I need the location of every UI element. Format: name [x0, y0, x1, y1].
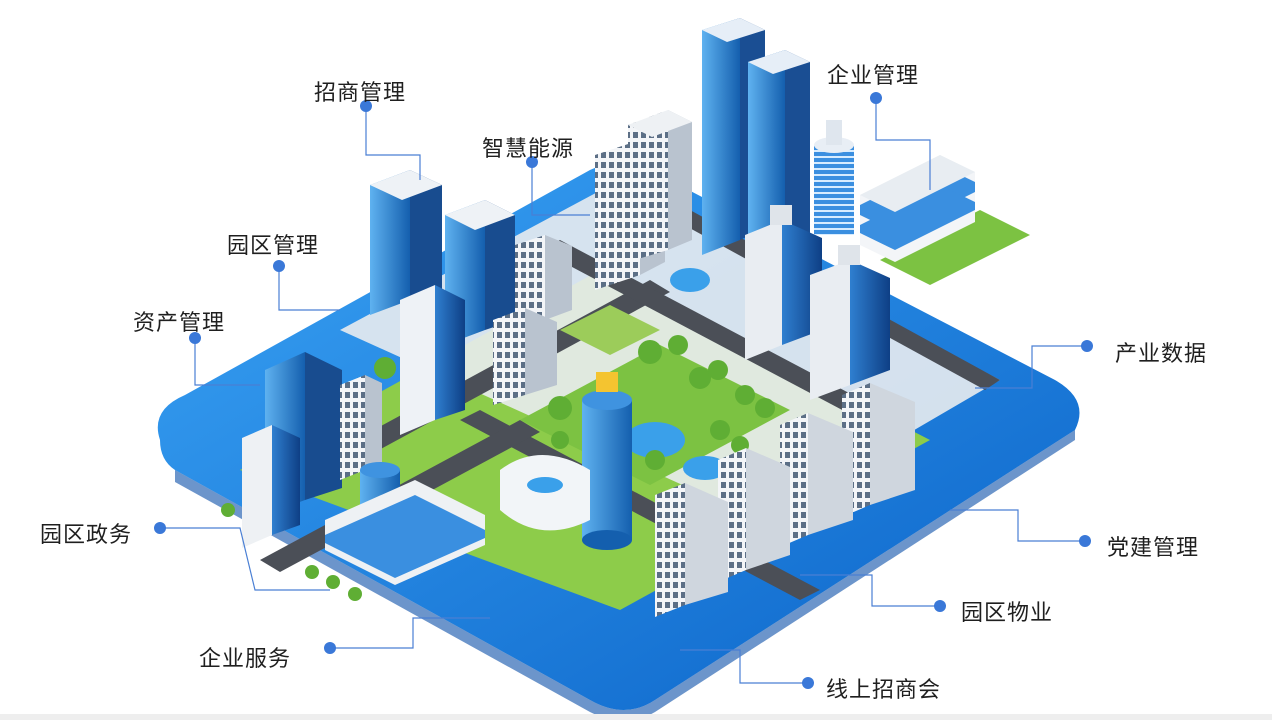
- white-office-mid: [493, 235, 572, 405]
- label-yuanqu-guanli: 园区管理: [227, 234, 320, 259]
- label-chanye: 产业数据: [1115, 342, 1208, 367]
- label-dangjian: 党建管理: [1107, 536, 1200, 561]
- white-tower-left: [242, 425, 300, 548]
- callout-line-fuwu: [330, 617, 490, 649]
- residential-right: [655, 383, 915, 617]
- label-zichan: 资产管理: [133, 311, 226, 336]
- buildings: [242, 18, 975, 617]
- callout-dot-chanye: [1081, 340, 1093, 352]
- callout-line-yuanqu: [278, 266, 340, 311]
- callout-line-chanye: [975, 345, 1087, 389]
- callout-line-wuye: [800, 574, 940, 607]
- mall-left: [325, 480, 485, 585]
- callout-line-qiye: [875, 98, 931, 190]
- callout-line-zhengwu: [160, 527, 330, 591]
- callout-dot-fuwu: [324, 642, 336, 654]
- callout-dot-qiye: [870, 92, 882, 104]
- bottom-strip: [0, 714, 1272, 720]
- long-office: [860, 155, 975, 262]
- callout-dot-zhengwu: [154, 522, 166, 534]
- label-wuye: 园区物业: [961, 601, 1054, 626]
- callout-dot-zhaoshang: [360, 100, 372, 112]
- callout-dot-zichan: [189, 332, 201, 344]
- callout-lines: [160, 98, 1087, 684]
- label-zhengwu: 园区政务: [40, 523, 133, 548]
- callout-dots: [154, 92, 1093, 689]
- callout-line-zhihui: [531, 162, 590, 216]
- trees: [221, 335, 775, 601]
- round-tower: [814, 120, 854, 235]
- label-zhihui: 智慧能源: [482, 137, 575, 162]
- callout-dot-dangjian: [1079, 535, 1091, 547]
- round-tower-center: [582, 372, 632, 550]
- callout-line-zhaoshang: [365, 106, 421, 180]
- callout-dot-zhaoshanghui: [802, 677, 814, 689]
- white-office-group: [595, 110, 692, 290]
- callout-dot-wuye: [934, 600, 946, 612]
- callout-dot-yuanqu: [273, 260, 285, 272]
- callout-line-zhaoshanghui: [680, 649, 808, 684]
- pavilion: [500, 455, 590, 531]
- label-fuwu: 企业服务: [199, 647, 292, 672]
- label-zhaoshanghui: 线上招商会: [826, 678, 942, 703]
- callout-line-zichan: [194, 338, 260, 386]
- label-qiye: 企业管理: [827, 64, 920, 89]
- twin-towers-center: [745, 205, 890, 400]
- callout-line-dangjian: [950, 509, 1085, 542]
- label-zhaoshang: 招商管理: [314, 81, 407, 106]
- callout-dot-zhihui: [526, 156, 538, 168]
- glass-tower-left-back: [370, 170, 515, 345]
